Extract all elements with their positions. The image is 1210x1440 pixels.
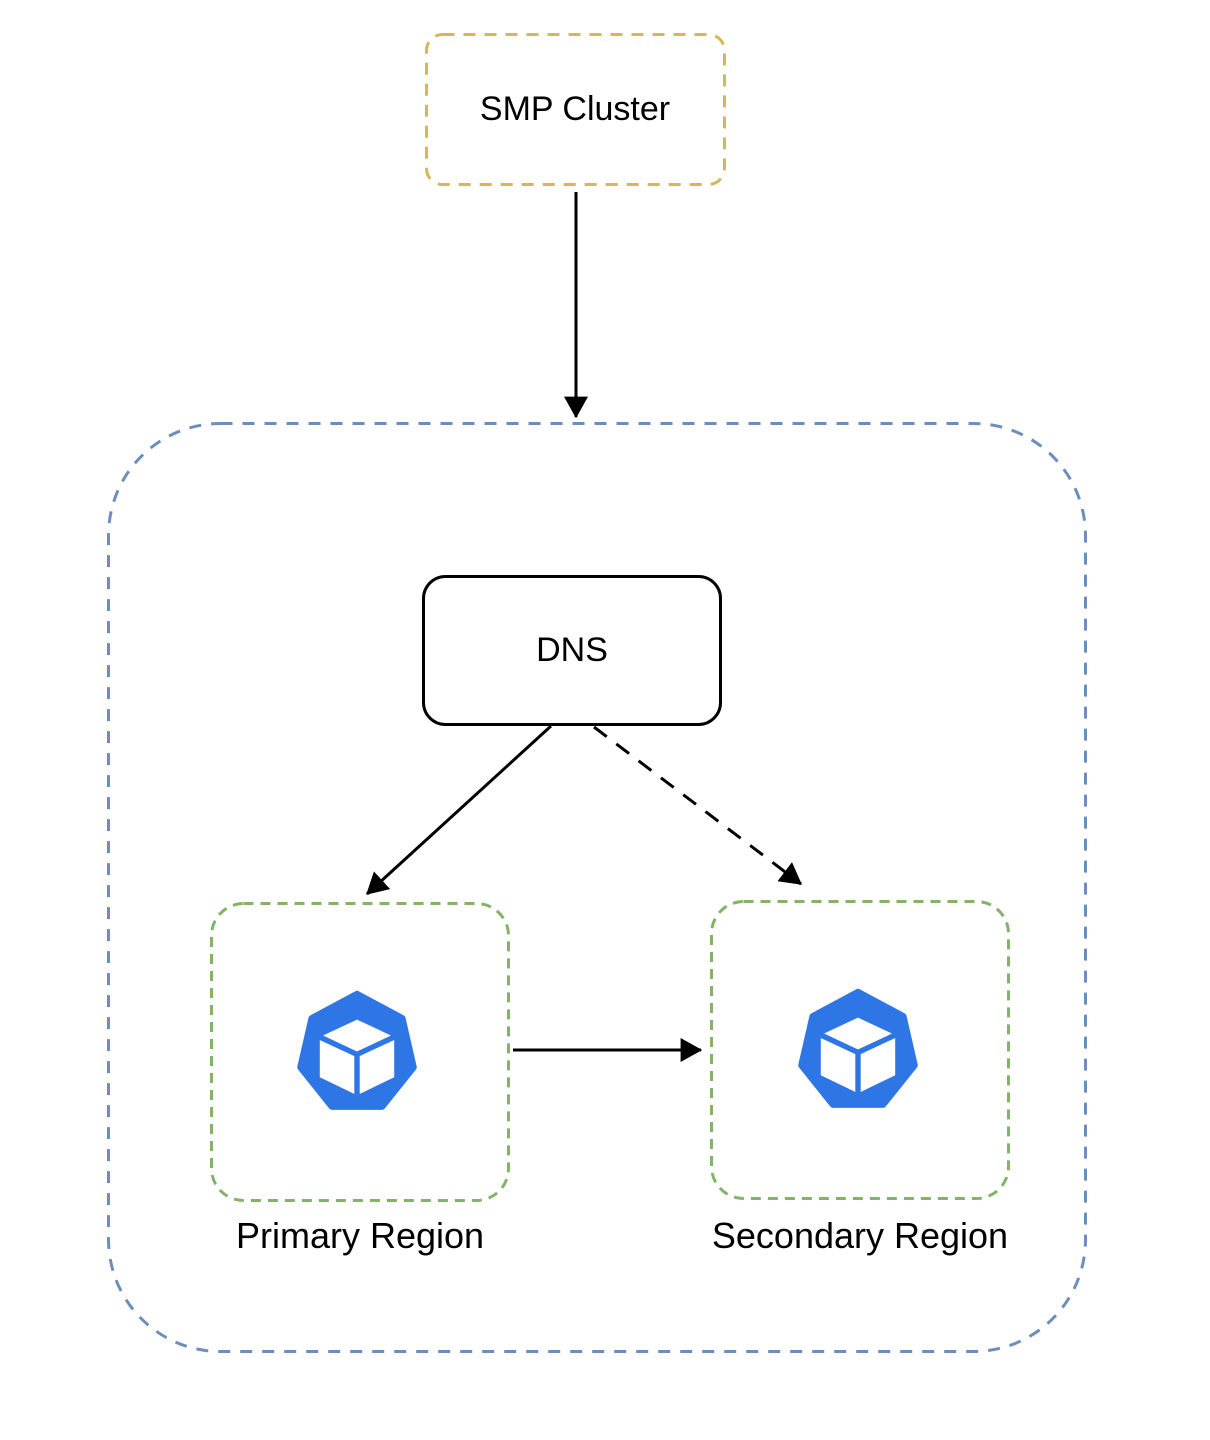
cube-edge-lines [318, 1034, 396, 1096]
cube-heptagon-icon [798, 988, 918, 1108]
region-container-box [107, 422, 1087, 1353]
cube-top-face [319, 1019, 395, 1055]
secondary-region-box [710, 900, 1010, 1200]
primary-region-box [210, 902, 510, 1202]
cube-top-face [820, 1017, 896, 1053]
cube-heptagon-icon [297, 990, 417, 1110]
edge-dns-to-secondary [593, 725, 802, 886]
dns-box [422, 575, 722, 726]
cube-edge-lines [819, 1032, 897, 1094]
smp-cluster-box [425, 33, 726, 186]
edge-dns-to-primary [365, 724, 553, 896]
